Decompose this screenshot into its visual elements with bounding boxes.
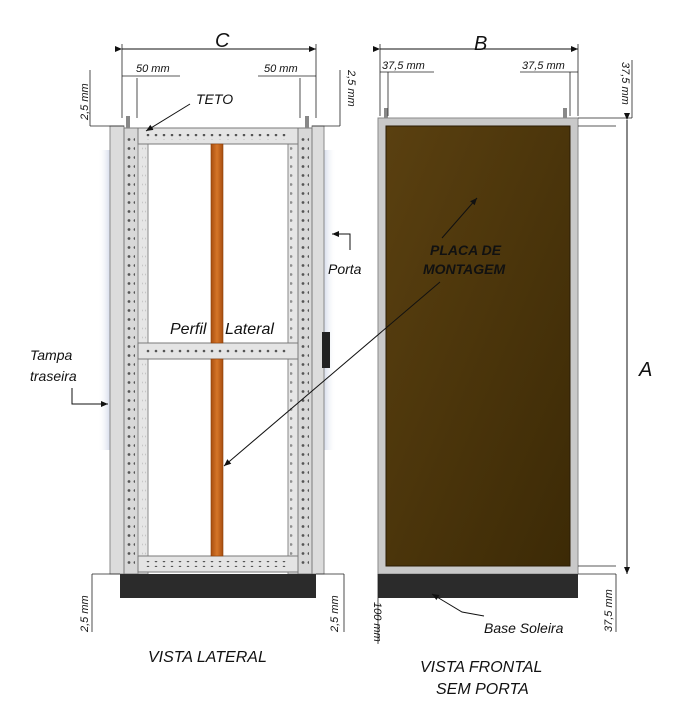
front-base-plinth	[378, 574, 578, 598]
side-top-right-25-label: 2,5 mm	[345, 69, 357, 107]
leader-arrows	[71, 103, 485, 617]
dim-c-label: C	[215, 30, 230, 52]
side-base-plinth	[120, 574, 316, 598]
side-bottom-left-25-label: 2,5 mm	[79, 595, 91, 633]
dim-b-label: B	[474, 33, 487, 55]
lifting-bolt-right	[305, 116, 309, 128]
lateral-label: Lateral	[225, 321, 274, 338]
front-right-375-label: 37,5 mm	[522, 60, 565, 72]
side-glow-left	[98, 150, 112, 450]
lifting-bolt-left	[126, 116, 130, 128]
side-left-50-label: 50 mm	[136, 63, 170, 75]
text-labels: C B A 50 mm 50 mm 2,5 mm 2,5 mm 37,5 mm …	[30, 30, 652, 698]
placa-arrow-to-profile	[223, 281, 441, 467]
lateral-profile-upper	[210, 143, 224, 344]
vista-frontal-title-line1: VISTA FRONTAL	[420, 659, 542, 676]
base-soleira-label: Base Soleira	[484, 620, 564, 636]
side-bottom-right-25-label: 2,5 mm	[329, 595, 341, 633]
dim-a-label: A	[638, 359, 652, 381]
placa-arrow-to-plate	[441, 197, 478, 239]
placa-label-line1: PLACA DE	[430, 242, 502, 258]
placa-label-line2: MONTAGEM	[423, 261, 506, 277]
tampa-arrow	[71, 388, 108, 407]
door-handle	[322, 332, 330, 368]
side-top-left-25-label: 2,5 mm	[79, 83, 91, 121]
side-glow-right	[322, 150, 336, 450]
side-right-50-label: 50 mm	[264, 63, 298, 75]
front-base-100-label: 100 mm	[371, 602, 383, 642]
porta-label: Porta	[328, 261, 362, 277]
dimension-lines	[89, 44, 633, 644]
tampa-label-line2: traseira	[30, 368, 77, 384]
porta-arrow	[332, 231, 351, 250]
teto-arrow	[145, 103, 191, 132]
front-top-375-label: 37,5 mm	[619, 62, 631, 105]
tampa-label-line1: Tampa	[30, 347, 73, 363]
front-bottom-375-label: 37,5 mm	[603, 589, 615, 632]
perfil-label: Perfil	[170, 321, 207, 338]
base-arrow	[431, 593, 485, 617]
front-view	[377, 108, 579, 598]
vista-frontal-title-line2: SEM PORTA	[436, 681, 529, 698]
vista-lateral-title: VISTA LATERAL	[148, 649, 267, 666]
teto-label: TETO	[196, 91, 233, 107]
mounting-plate	[385, 125, 571, 567]
lateral-profile-lower	[210, 358, 224, 557]
side-view	[98, 116, 336, 598]
rear-cover-panel	[109, 125, 125, 575]
front-left-375-label: 37,5 mm	[382, 60, 425, 72]
